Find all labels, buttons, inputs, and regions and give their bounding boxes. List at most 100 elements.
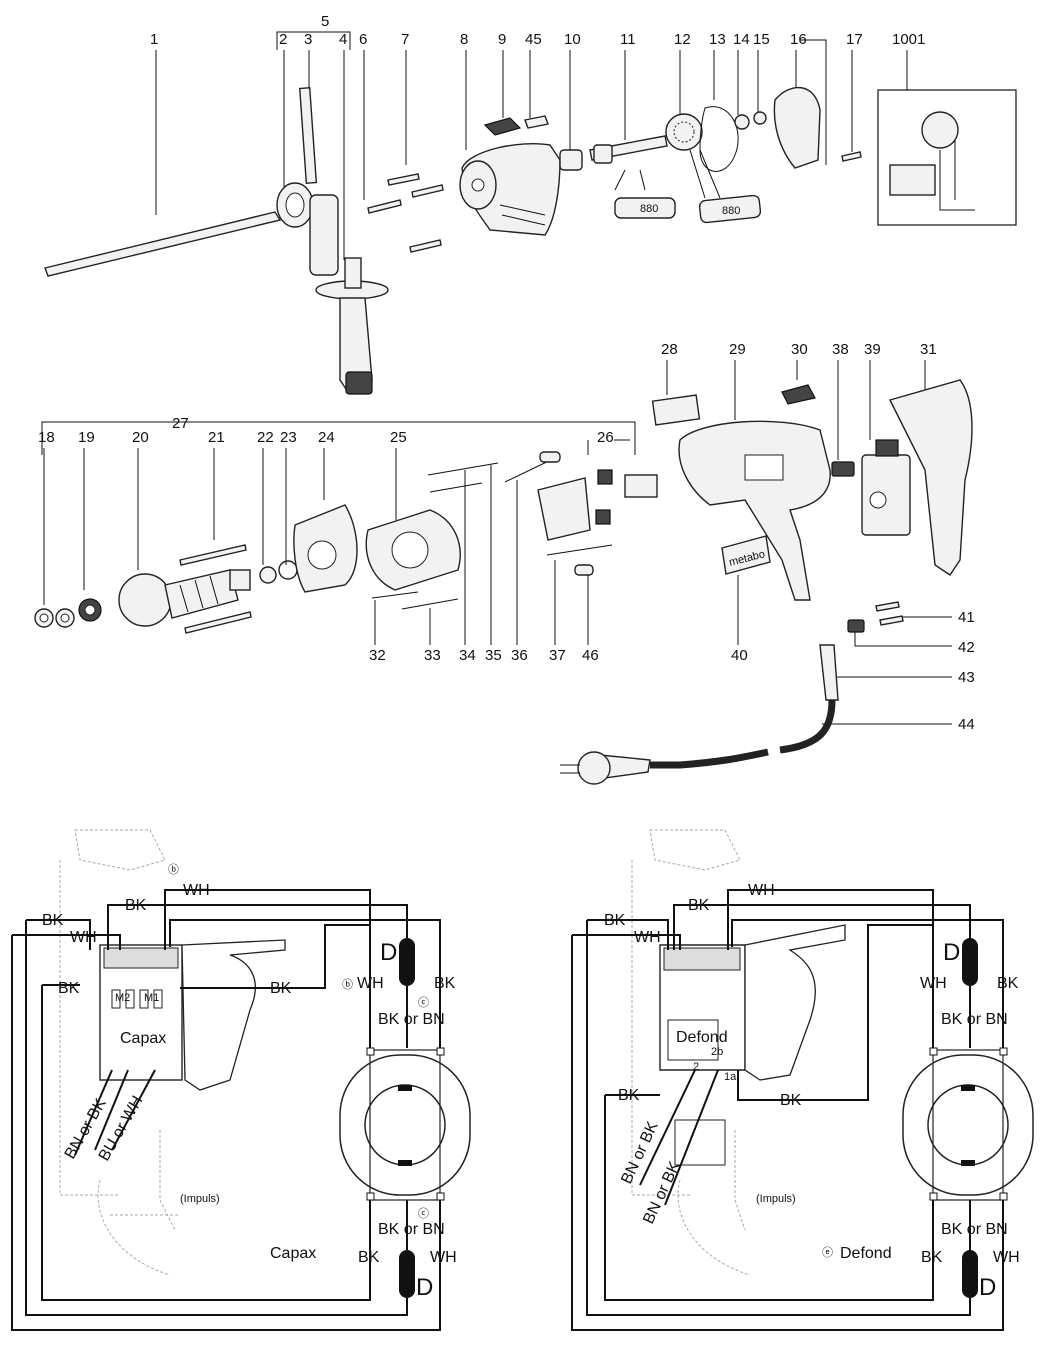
callout-35: 35 [485,647,502,664]
wiring-diagram-defond: Defond 2b 2 1a BK WH BK WH BK B [571,829,1034,1331]
exploded-view: 1 2 3 4 5 6 7 8 9 45 10 11 12 13 14 15 1… [34,13,1017,785]
suppressor-label-bottom-right: D [979,1274,996,1301]
brand-plate-40: metabo [721,535,771,575]
callout-23: 23 [280,429,297,446]
part-22 [259,566,277,584]
callout-36: 36 [511,647,528,664]
side-handle [276,87,389,395]
wire-outer-bk-right [586,920,971,1316]
callout-39: 39 [864,341,881,358]
callout-37: 37 [549,647,566,664]
gear-plate-16 [773,86,821,169]
callout-1001: 1001 [892,31,925,48]
defond-switch-label: Defond [676,1029,728,1046]
right-leaders [822,616,952,725]
callout-40: 40 [731,647,748,664]
terminal-2: 2 [693,1061,699,1073]
callout-34: 34 [459,647,476,664]
label-28 [651,394,701,426]
callout-45: 45 [525,31,542,48]
callout-9: 9 [498,31,506,48]
callout-38: 38 [832,341,849,358]
wire-outer-wh-right [571,935,1004,1331]
power-cable [560,644,839,785]
callout-46: 46 [582,647,599,664]
screw-21a [179,544,247,566]
top-leaders [155,50,908,260]
callout-24: 24 [318,429,335,446]
motor-left [339,1047,471,1201]
callout-16: 16 [790,31,807,48]
screw-41b [879,615,904,626]
callout-1: 1 [150,31,158,48]
capax-switch: M2 M1 Capax [99,939,286,1091]
suppressor-label-top: D [380,939,397,966]
callout-8: 8 [460,31,468,48]
terminal-m1: M1 [144,992,159,1004]
callout-28: 28 [661,341,678,358]
wire-label-bk-r1: BK [604,912,626,929]
bottom-leaders [374,465,739,645]
callout-29: 29 [729,341,746,358]
suppressor-bottom-right [962,1250,978,1298]
rods [371,457,613,610]
callout-17: 17 [846,31,863,48]
wire-label-bk-bn-bottom-right: BK or BN [941,1221,1008,1238]
wire-label-wh-r1: WH [634,929,661,946]
gear-housing [459,143,561,236]
wire-outer-wh [11,935,441,1331]
callout-30: 30 [791,341,808,358]
wire-label-wh-3: WH [357,975,384,992]
callout-14: 14 [733,31,750,48]
motor-housing [678,420,831,601]
depth-rod [44,211,282,277]
callout-26: 26 [597,429,614,446]
wire-label-bk-r2: BK [688,897,710,914]
field-25 [365,509,461,591]
part-14 [734,114,750,130]
wire-label-bk-bn-top-right: BK or BN [941,1011,1008,1028]
callout-11: 11 [620,31,636,48]
part-45 [524,115,549,129]
screws-6-7 [367,173,444,253]
grease-label-1: 880 [640,203,658,215]
callout-27: 27 [172,415,189,432]
wire-leads-left [74,1069,156,1156]
wire-leads-right [639,1069,719,1206]
wire-label-wh-r3: WH [920,975,947,992]
callout-13: 13 [709,31,726,48]
wire-label-wh-r2: WH [748,882,775,899]
callout-33: 33 [424,647,441,664]
armature-20 [118,569,251,627]
callout-2: 2 [279,31,287,48]
wire-runs-left [12,889,441,1250]
suppressor-top-left [399,938,415,986]
middle-callouts: 28 29 30 38 39 31 27 18 19 20 21 22 23 2… [38,341,937,446]
bottom-callouts: 32 33 34 35 36 37 46 40 [369,647,748,664]
terminal-1a: 1a [724,1071,737,1083]
wire-label-bk-r4: BK [780,1092,802,1109]
wire-label-bk-bn-top: BK or BN [378,1011,445,1028]
callout-7: 7 [401,31,409,48]
bracket-27 [41,421,636,455]
callout-5: 5 [321,13,329,30]
bracket-26 [587,439,630,455]
wire-label-wh-2: WH [183,882,210,899]
mark-b-top: ⓑ [168,863,179,876]
suppressor-label-bottom: D [416,1274,433,1301]
wire-runs-right [572,889,1004,1250]
wiring-diagram-capax: M2 M1 Capax BK WH BK WH ⓑ [11,829,471,1331]
callout-22: 22 [257,429,274,446]
bracket-5 [276,31,351,50]
part-9 [483,117,522,136]
wire-label-bk-4: BK [270,980,292,997]
mark-c-top: ⓒ [418,996,429,1009]
part-42 [847,619,865,633]
callout-21: 21 [208,429,225,446]
grease-tubes: 880 880 [614,149,762,224]
wire-label-bk-3: BK [58,980,80,997]
callout-43: 43 [958,669,975,686]
wire-label-bk-r6: BK [921,1249,943,1266]
screw-41a [875,601,900,612]
